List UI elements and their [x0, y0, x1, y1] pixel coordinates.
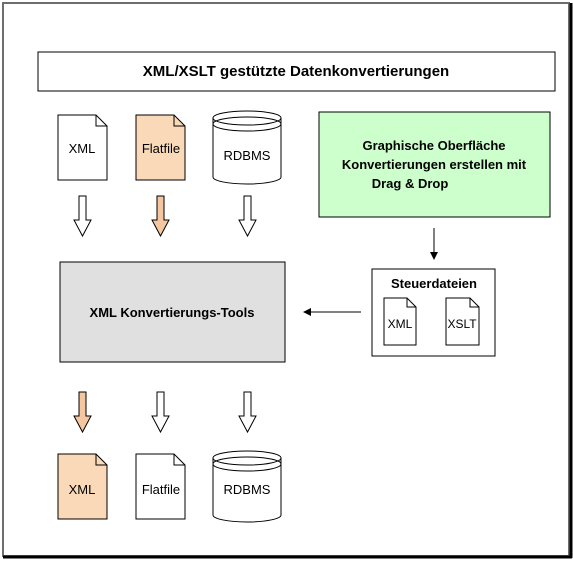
gui-line-3: Drag & Drop — [372, 176, 449, 191]
control-files-box: Steuerdateien XML XSLT — [371, 268, 496, 357]
control-title: Steuerdateien — [391, 276, 477, 291]
arrow-down-rdbms — [238, 195, 257, 238]
control-xml-doc: XML — [383, 297, 417, 346]
control-xml-label: XML — [388, 317, 413, 331]
arrow-gui-to-control — [430, 228, 438, 260]
gui-box: Graphische Oberfläche Konvertierungen er… — [318, 111, 551, 218]
control-xslt-label: XSLT — [447, 317, 477, 331]
tools-box: XML Konvertierungs-Tools — [59, 261, 286, 363]
input-rdbms-cylinder: RDBMS — [212, 110, 282, 185]
control-xslt-doc: XSLT — [445, 297, 480, 346]
input-flatfile-label: Flatfile — [142, 141, 180, 156]
output-rdbms-cylinder: RDBMS — [212, 450, 282, 523]
output-rdbms-label: RDBMS — [224, 482, 271, 497]
output-flatfile-label: Flatfile — [142, 482, 180, 497]
input-rdbms-label: RDBMS — [224, 148, 271, 163]
arrow-down-out-rdbms — [238, 391, 257, 434]
title-box: XML/XSLT gestützte Datenkonvertierungen — [37, 51, 556, 92]
arrow-down-out-flatfile — [151, 391, 170, 434]
gui-line-1: Graphische Oberfläche — [362, 138, 505, 153]
input-xml-label: XML — [69, 141, 96, 156]
arrow-down-flatfile — [151, 195, 170, 238]
input-xml-doc: XML — [57, 114, 108, 181]
diagram-title: XML/XSLT gestützte Datenkonvertierungen — [143, 63, 449, 80]
arrow-control-to-tools — [303, 308, 361, 316]
arrow-down-xml — [73, 195, 92, 238]
gui-line-2: Konvertierungen erstellen mit — [342, 157, 527, 172]
input-flatfile-doc: Flatfile — [135, 114, 186, 181]
output-xml-label: XML — [69, 482, 96, 497]
output-xml-doc: XML — [57, 453, 108, 520]
tools-label: XML Konvertierungs-Tools — [90, 305, 255, 320]
arrow-down-out-xml — [73, 391, 92, 434]
output-flatfile-doc: Flatfile — [135, 453, 186, 520]
